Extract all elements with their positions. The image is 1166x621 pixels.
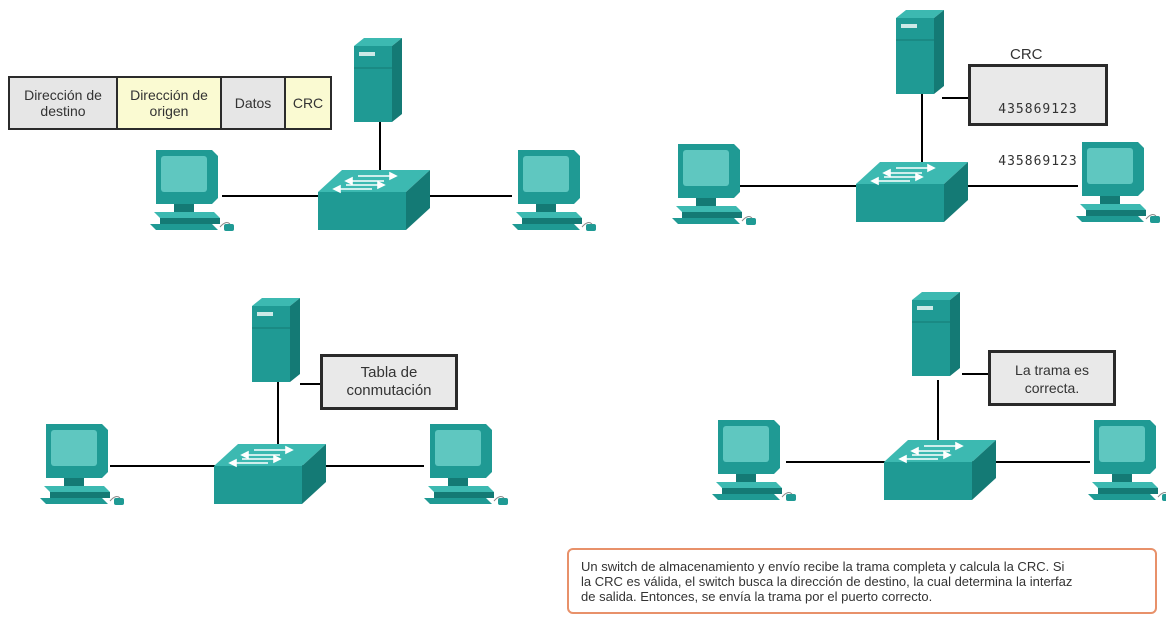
switching-table-box: Tabla de conmutación — [320, 354, 458, 410]
frame-field-destination: Dirección de destino — [10, 78, 118, 128]
frame-field-crc: CRC — [286, 78, 330, 128]
switch-icon — [883, 439, 997, 501]
scene-frame-forwarded — [711, 291, 1166, 502]
switch-icon — [855, 161, 969, 223]
pc-icon — [711, 419, 797, 502]
server-icon — [353, 37, 403, 123]
frame-ok-box: La trama es correcta. — [988, 350, 1116, 406]
crc-value-calculated: 435869123 — [998, 154, 1078, 169]
switch-icon — [317, 169, 431, 231]
explanation-note: Un switch de almacenamiento y envío reci… — [567, 548, 1157, 614]
scene-switching-table — [39, 297, 509, 506]
crc-panel: 435869123 435869123 — [968, 64, 1108, 169]
ethernet-frame: Dirección de destino Dirección de origen… — [8, 76, 332, 130]
pc-icon — [149, 149, 235, 232]
scene-receive-frame — [149, 37, 597, 232]
frame-field-source: Dirección de origen — [118, 78, 222, 128]
server-icon — [895, 9, 945, 95]
pc-icon — [423, 423, 509, 506]
pc-icon — [511, 149, 597, 232]
switch-icon — [213, 443, 327, 505]
pc-icon — [1087, 419, 1166, 502]
pc-icon — [39, 423, 125, 506]
scene-crc-check — [671, 9, 1161, 226]
crc-value-received: 435869123 — [998, 102, 1078, 117]
server-icon — [911, 291, 961, 377]
crc-title: CRC — [1010, 46, 1043, 63]
server-icon — [251, 297, 301, 383]
frame-field-data: Datos — [222, 78, 286, 128]
pc-icon — [671, 143, 757, 226]
